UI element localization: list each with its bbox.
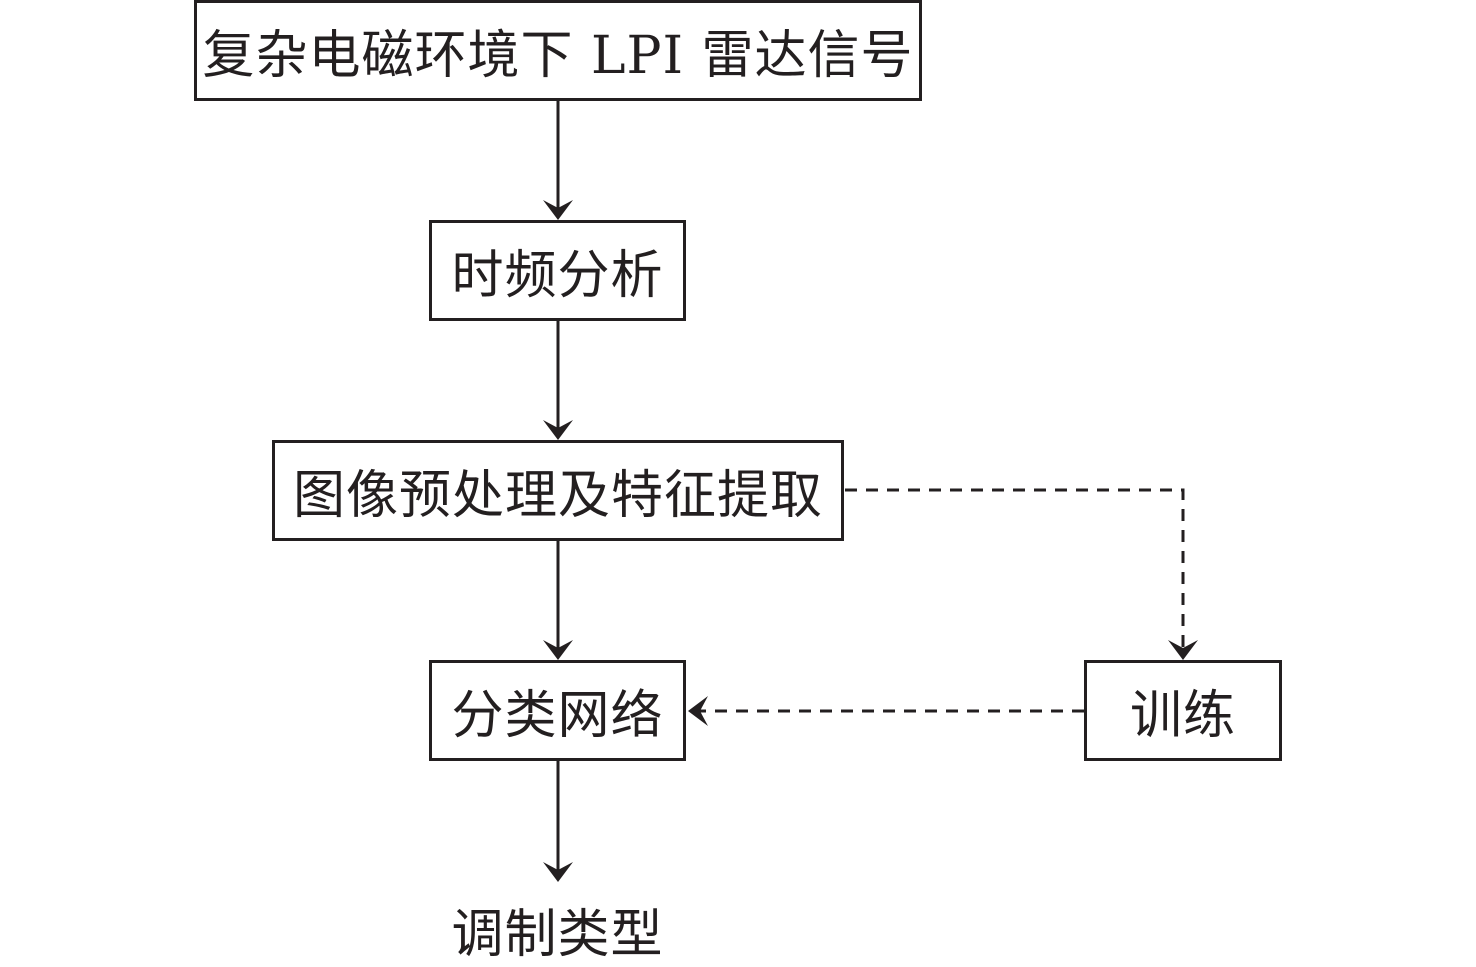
node-time-frequency-analysis: 时频分析: [429, 220, 686, 321]
dashed-preprocess-to-training: [845, 488, 1198, 660]
node-classification-network: 分类网络: [429, 660, 686, 761]
node-training: 训练: [1084, 660, 1282, 761]
output-modulation-type: 调制类型: [451, 905, 664, 965]
node-input-signal: 复杂电磁环境下 LPI 雷达信号: [194, 0, 922, 101]
node-image-preprocess-feature-extraction: 图像预处理及特征提取: [272, 440, 844, 541]
